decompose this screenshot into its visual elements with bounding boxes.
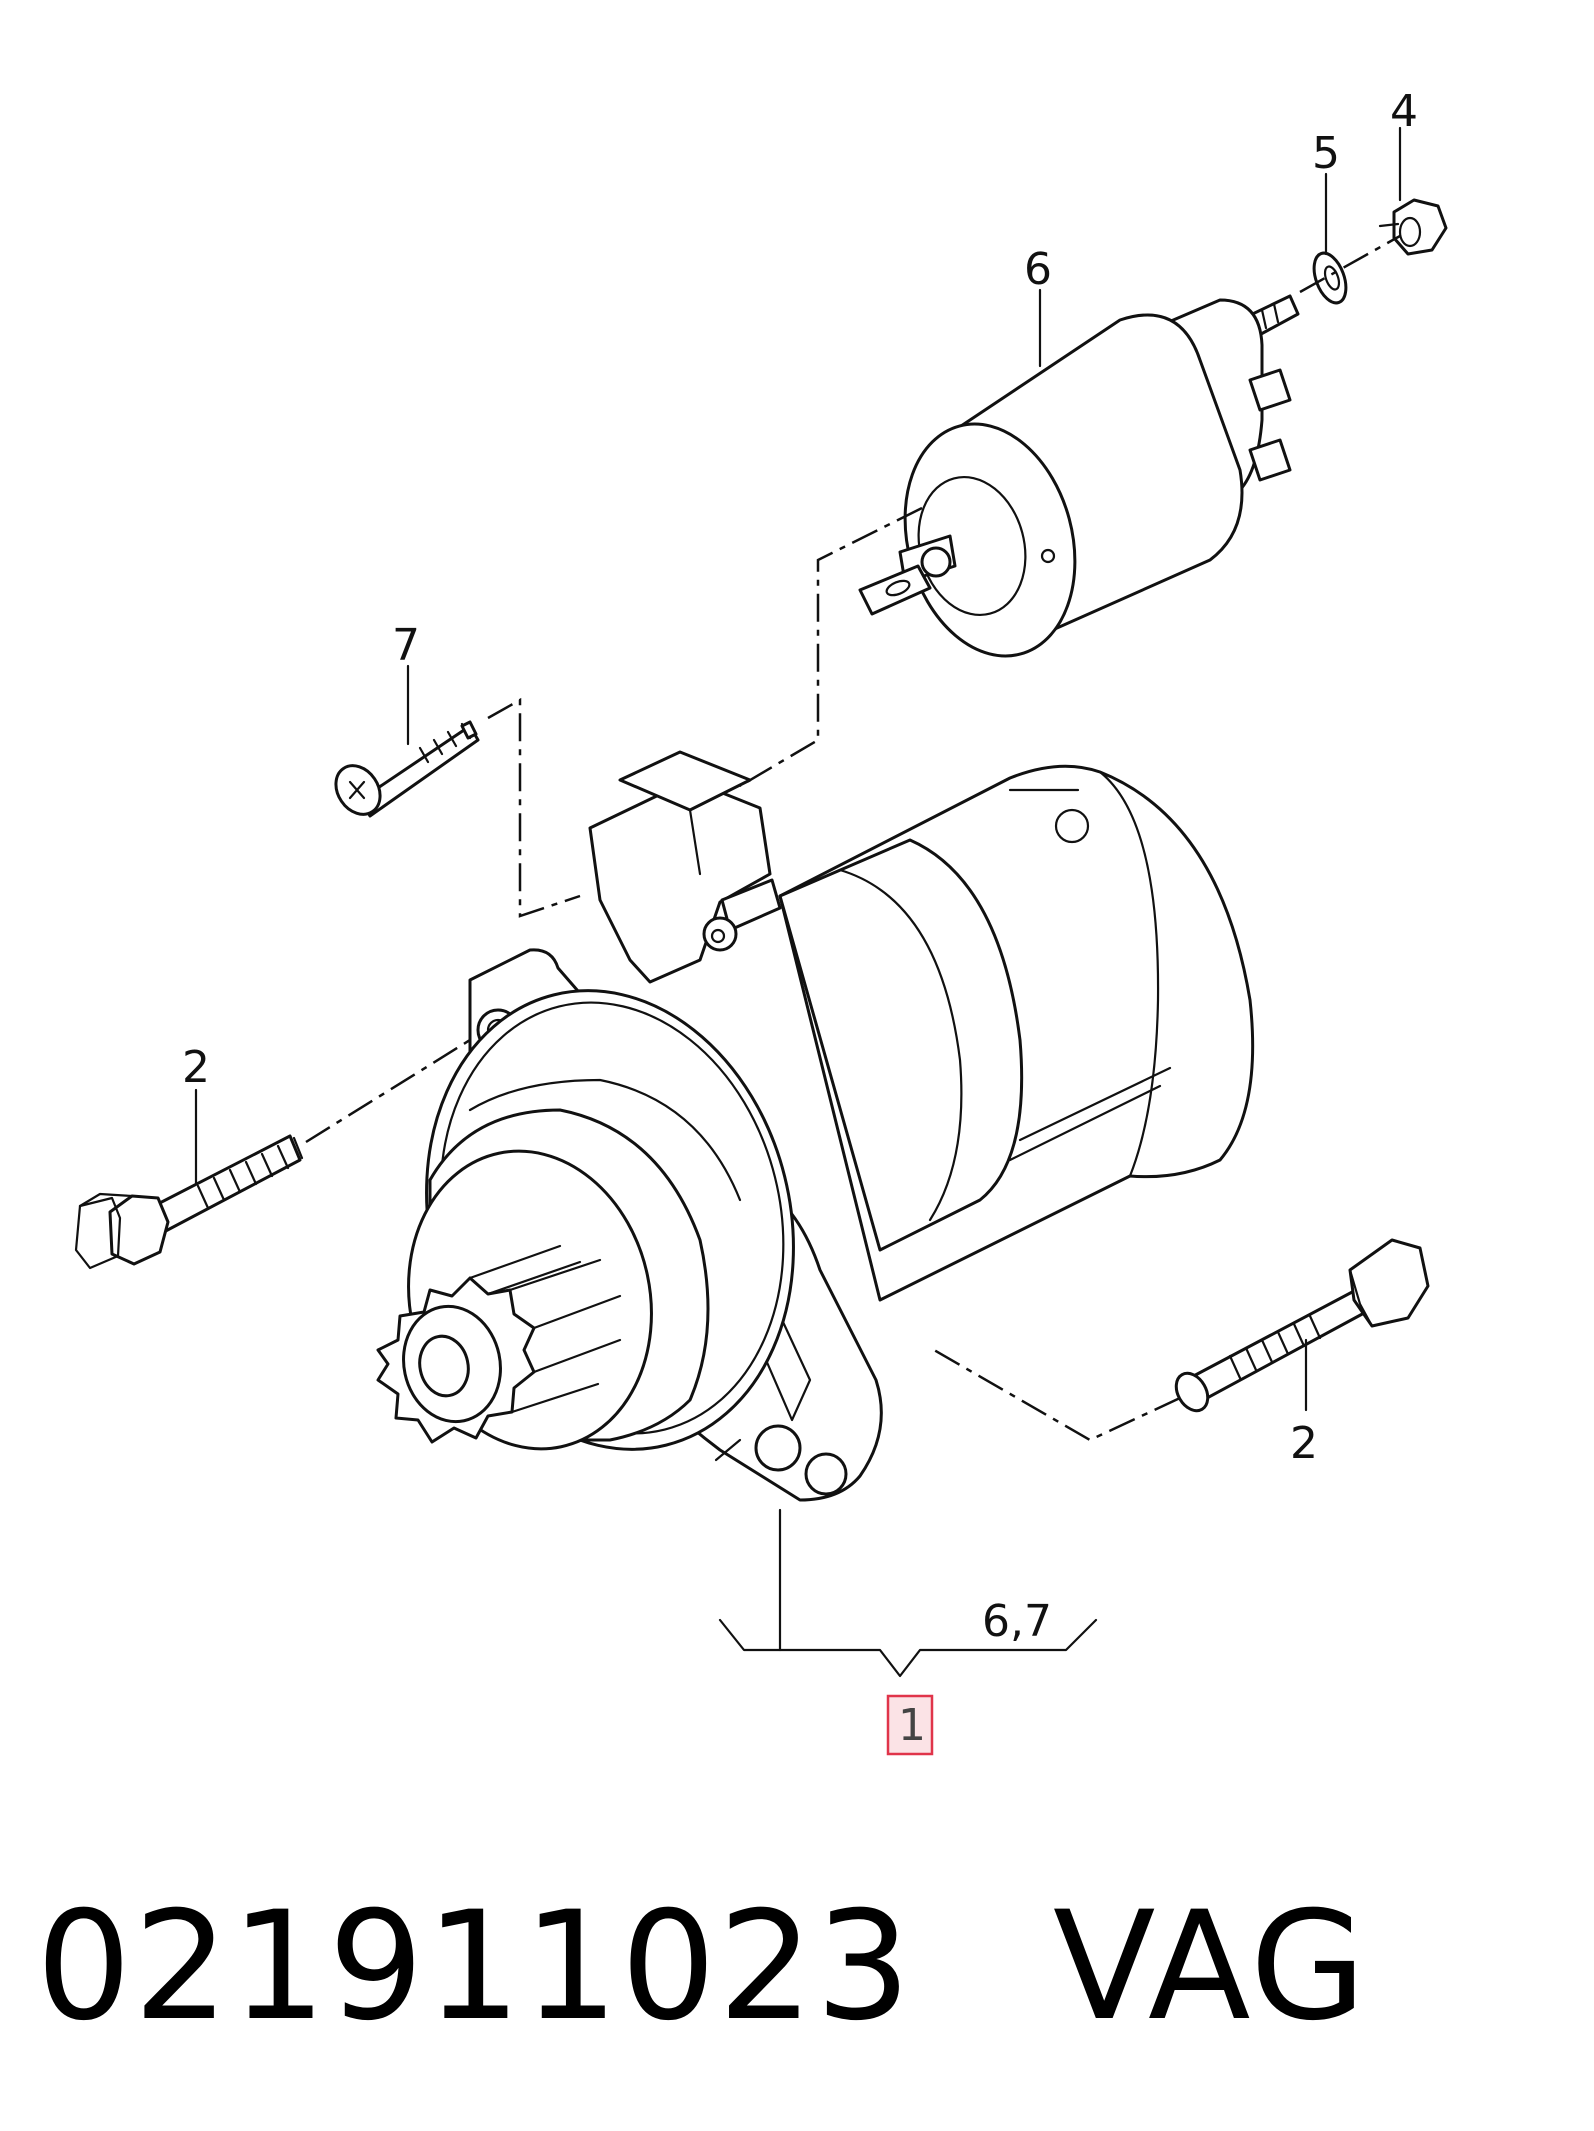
axis-line-screw-7 [487,697,581,918]
axis-line-solenoid [1299,234,1401,294]
callout-6-7: 6,7 [982,1596,1052,1647]
brand-name: VAG [1052,1880,1369,2054]
callout-5: 5 [1312,128,1340,179]
bolt-left-part-2 [74,1134,304,1270]
nut-part-4 [1378,198,1448,256]
axis-line-solenoid-to-motor [739,506,923,788]
bolt-right-part-2 [1174,1238,1430,1413]
callout-7: 7 [392,620,420,671]
part-number-title: 021911023 VAG [36,1880,1368,2054]
callout-6: 6 [1024,244,1052,295]
callout-2-right: 2 [1290,1418,1318,1469]
leader-lines [194,126,1402,1678]
starter-motor-part-1 [376,750,1255,1652]
solenoid-part-6 [858,294,1300,658]
washer-part-5 [1312,251,1348,305]
axis-line-bolt-left [305,1038,471,1144]
part-number: 021911023 [36,1880,913,2054]
callout-4: 4 [1390,86,1418,137]
callout-2-left: 2 [182,1042,210,1093]
callout-1-highlight[interactable]: 1 [886,1694,934,1756]
screw-part-7 [334,720,480,818]
callout-1: 1 [898,1700,926,1751]
axis-line-bolt-right [933,1348,1181,1442]
